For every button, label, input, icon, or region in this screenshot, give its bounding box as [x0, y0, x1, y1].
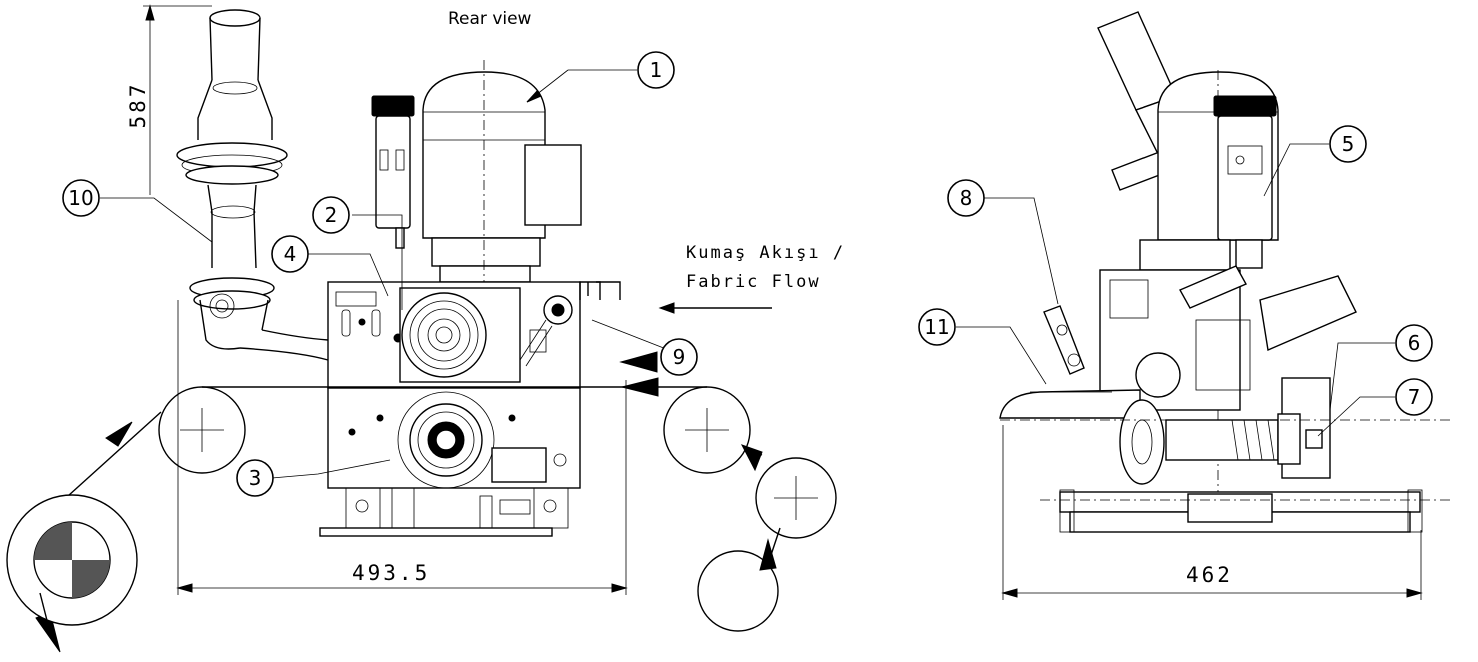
- callout-2: 2: [312, 196, 350, 234]
- callout-10: 10: [62, 179, 100, 217]
- callout-8-label: 8: [960, 186, 973, 210]
- fabric-path: [6, 351, 837, 653]
- callout-6: 6: [1395, 324, 1433, 362]
- callout-1: 1: [637, 51, 675, 89]
- callout-9-label: 9: [673, 345, 686, 369]
- oil-bottle: [371, 95, 415, 249]
- callout-5-label: 5: [1342, 132, 1355, 156]
- callout-leaders: [100, 69, 1395, 479]
- side-width-label: 462: [1186, 563, 1233, 587]
- side-width-dimension: 462: [1001, 425, 1423, 600]
- flow-label-line2: Fabric Flow: [686, 272, 821, 292]
- callout-9: 9: [660, 338, 698, 376]
- height-dimension: 587: [126, 4, 212, 195]
- callout-3-label: 3: [249, 466, 262, 490]
- motor: [422, 60, 582, 300]
- callout-11-label: 11: [924, 315, 949, 339]
- side-view: [999, 11, 1450, 533]
- drawing-title: Rear view: [448, 9, 532, 29]
- rear-width-dimension: 493.5: [176, 300, 628, 595]
- callout-4-label: 4: [284, 242, 297, 266]
- callout-2-label: 2: [325, 203, 338, 227]
- main-housing: [319, 281, 621, 537]
- callout-1-label: 1: [650, 58, 663, 82]
- callout-7-label: 7: [1408, 385, 1421, 409]
- callout-11: 11: [918, 308, 956, 346]
- suction-duct: [176, 9, 329, 361]
- fabric-flow-indicator: Kumaş Akışı / Fabric Flow: [658, 243, 845, 314]
- flow-label-line1: Kumaş Akışı /: [686, 243, 845, 263]
- callout-8: 8: [947, 179, 985, 217]
- height-dimension-label: 587: [126, 82, 150, 129]
- callout-10-label: 10: [68, 186, 93, 210]
- callout-4: 4: [271, 235, 309, 273]
- callout-6-label: 6: [1408, 331, 1421, 355]
- callout-7: 7: [1395, 378, 1433, 416]
- callout-3: 3: [236, 459, 274, 497]
- rear-width-label: 493.5: [352, 561, 430, 585]
- callout-5: 5: [1329, 125, 1367, 163]
